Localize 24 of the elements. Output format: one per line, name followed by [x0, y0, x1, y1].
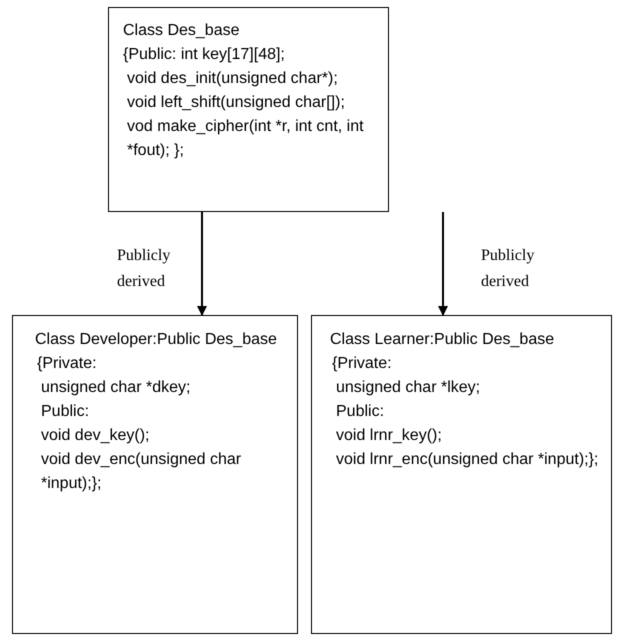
- code-line: {Private:: [332, 354, 393, 374]
- code-line: Public:: [336, 402, 386, 422]
- class-name: Class Developer:Public Des_base: [35, 330, 278, 350]
- arrow: [197, 212, 207, 316]
- code-line: unsigned char *lkey;: [336, 378, 482, 398]
- class-name: Class Des_base: [123, 21, 240, 41]
- class-box: [108, 7, 389, 212]
- code-line: {Private:: [37, 354, 98, 374]
- code-line: vod make_cipher(int *r, int cnt, int *fout); };: [127, 117, 365, 161]
- code-line: void left_shift(unsigned char[]);: [127, 93, 346, 113]
- edge-label: Publicly derived: [117, 246, 172, 292]
- code-line: void dev_enc(unsigned char *input);};: [41, 450, 242, 494]
- arrow: [438, 212, 448, 316]
- class-name: Class Learner:Public Des_base: [330, 330, 556, 350]
- class-box: [12, 315, 298, 634]
- code-line: void des_init(unsigned char*);: [127, 69, 339, 89]
- code-line: {Public: int key[17][48];: [123, 45, 286, 65]
- code-line: void dev_key();: [41, 426, 150, 446]
- code-line: Public:: [41, 402, 90, 422]
- class-box: [311, 315, 612, 634]
- code-line: unsigned char *dkey;: [41, 378, 192, 398]
- code-line: void lrnr_key();: [336, 426, 443, 446]
- code-line: void lrnr_enc(unsigned char *input);};: [336, 450, 600, 470]
- edge-label: Publicly derived: [481, 246, 536, 292]
